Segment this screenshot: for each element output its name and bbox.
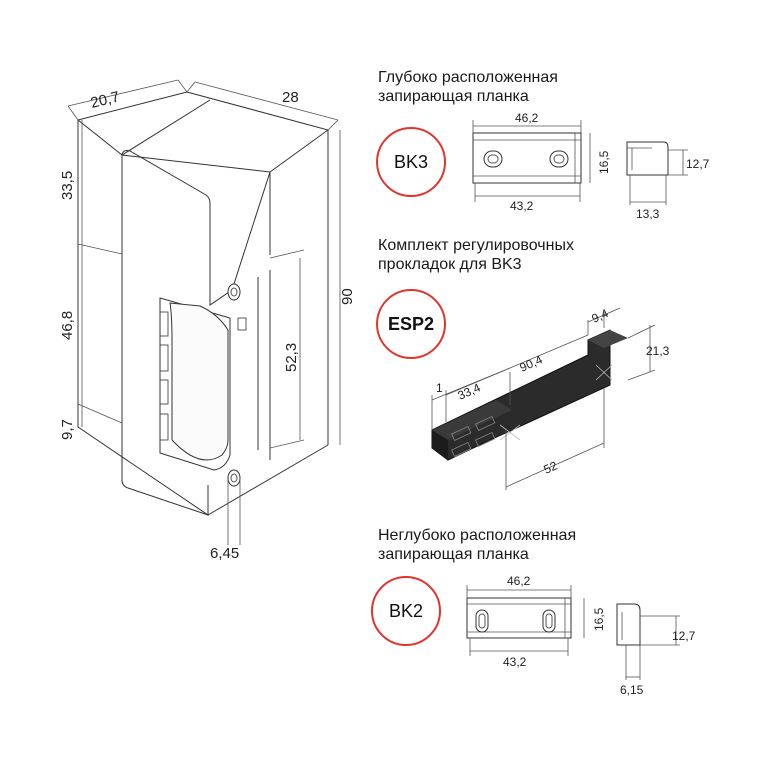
- lock-dim-width: 20,7: [89, 88, 121, 112]
- bk2-dim-top: 46,2: [507, 574, 531, 588]
- bk3-plate: [472, 120, 591, 202]
- bk2-dim-right: 16,5: [592, 607, 606, 631]
- bk3-badge-ring: [376, 127, 446, 197]
- lock-dim-depth: 28: [282, 89, 299, 106]
- lock-dim-bottom: 9,7: [59, 419, 76, 440]
- bk3-side-view: [626, 141, 688, 205]
- esp2-shims: [431, 307, 656, 490]
- bk3-dim-right: 16,5: [597, 150, 611, 174]
- bk3-badge: BK3: [394, 152, 428, 172]
- bk3-dim-side-w: 13,3: [636, 207, 660, 221]
- bk3-dim-top: 46,2: [515, 111, 539, 125]
- esp2-dim-end: 9,4: [590, 306, 611, 326]
- bk2-badge: BK2: [389, 601, 423, 621]
- esp2-dim-height: 21,3: [646, 344, 670, 358]
- bk2-badge-ring: [371, 576, 441, 646]
- lock-dim-top: 33,5: [59, 171, 76, 200]
- lock-dim-height: 90: [339, 288, 356, 305]
- bk3-caption-line2: запирающая планка: [378, 88, 529, 105]
- esp2-caption-line2: прокладок для BK3: [378, 256, 522, 273]
- esp2-caption-line1: Комплект регулировочных: [378, 237, 574, 254]
- lock-dim-latch: 52,3: [283, 343, 300, 372]
- bk2-dim-side-w: 6,15: [620, 683, 644, 697]
- bk2-dim-side-h: 12,7: [672, 629, 696, 643]
- esp2-dim-total: 90,4: [518, 352, 545, 374]
- lock-dim-hole: 6,45: [210, 545, 239, 562]
- bk3-caption-line1: Глубоко расположенная: [378, 69, 558, 86]
- esp2-dim-one: 1: [436, 381, 443, 395]
- bk3-dim-side-h: 12,7: [686, 157, 710, 171]
- bk2-dim-bottom: 43,2: [503, 655, 527, 669]
- esp2-dim-left: 33,4: [456, 380, 483, 402]
- bk2-plate: [466, 585, 585, 656]
- bk3-dim-bottom: 43,2: [510, 199, 534, 213]
- esp2-dim-span: 52: [542, 458, 560, 476]
- lock-drawing: [67, 79, 341, 545]
- bk2-caption-line1: Неглубоко расположенная: [378, 527, 576, 544]
- esp2-badge-ring: [376, 289, 446, 359]
- lock-dim-middle: 46,8: [59, 311, 76, 340]
- bk2-side-view: [616, 603, 680, 680]
- esp2-badge: ESP2: [388, 314, 434, 334]
- bk2-caption-line2: запирающая планка: [378, 546, 529, 563]
